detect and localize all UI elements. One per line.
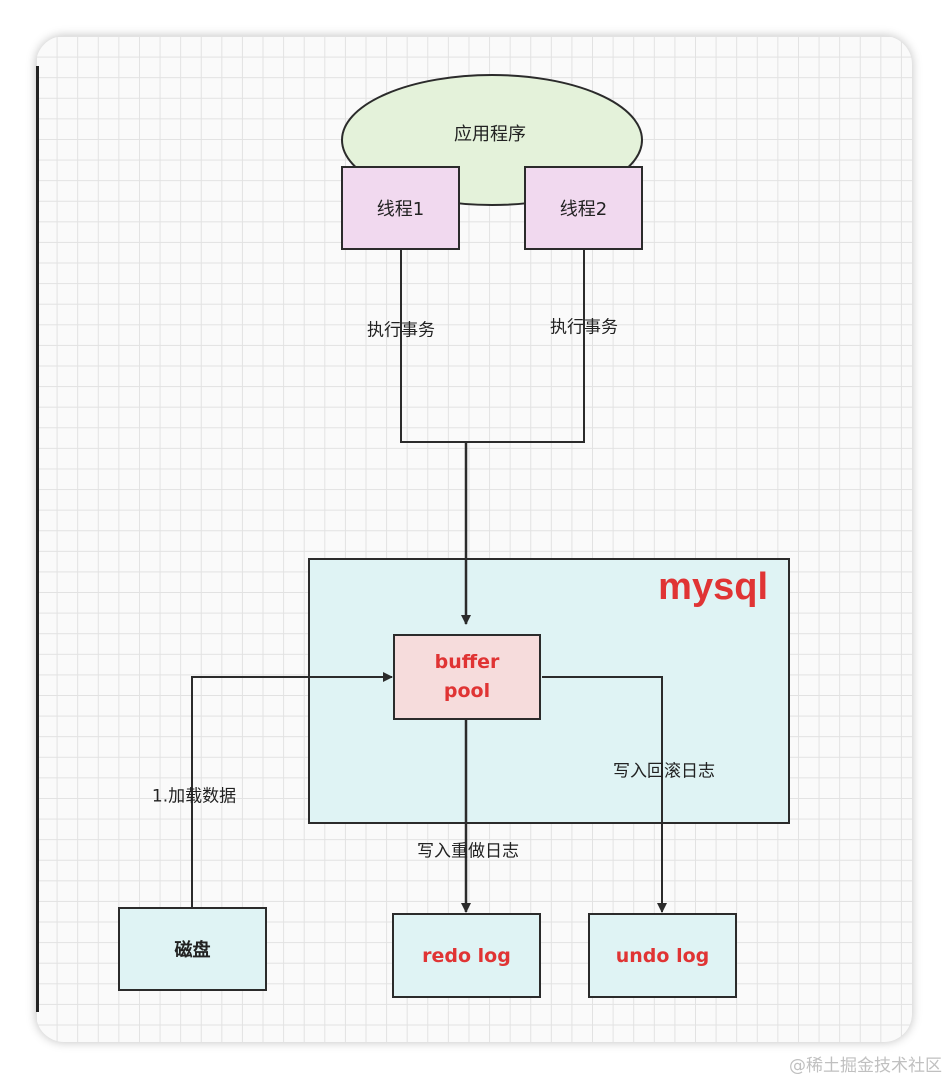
buffer-pool-line2: pool (443, 680, 491, 702)
undo-edge (542, 676, 667, 913)
disk-node: 磁盘 (118, 907, 267, 991)
write-undo-label: 写入回滚日志 (613, 761, 715, 782)
mysql-container: mysql (308, 558, 790, 824)
thread1-node: 线程1 (341, 166, 460, 250)
load-data-edge (191, 672, 393, 908)
buffer-pool-line1: buffer (434, 651, 500, 673)
watermark: @稀土掘金技术社区 (789, 1056, 942, 1076)
thread2-edge (466, 250, 585, 443)
thread1-edge-label: 执行事务 (367, 320, 435, 341)
mysql-container-label: mysql (658, 566, 768, 608)
thread1-edge (400, 250, 466, 443)
thread2-node: 线程2 (524, 166, 643, 250)
write-redo-label: 写入重做日志 (417, 841, 519, 862)
load-data-label: 1.加载数据 (151, 786, 237, 807)
app-label: 应用程序 (454, 124, 526, 145)
thread2-edge-label: 执行事务 (550, 317, 618, 338)
redo-log-node: redo log (392, 913, 541, 998)
buffer-pool-node: buffer pool (393, 634, 541, 720)
undo-log-node: undo log (588, 913, 737, 998)
